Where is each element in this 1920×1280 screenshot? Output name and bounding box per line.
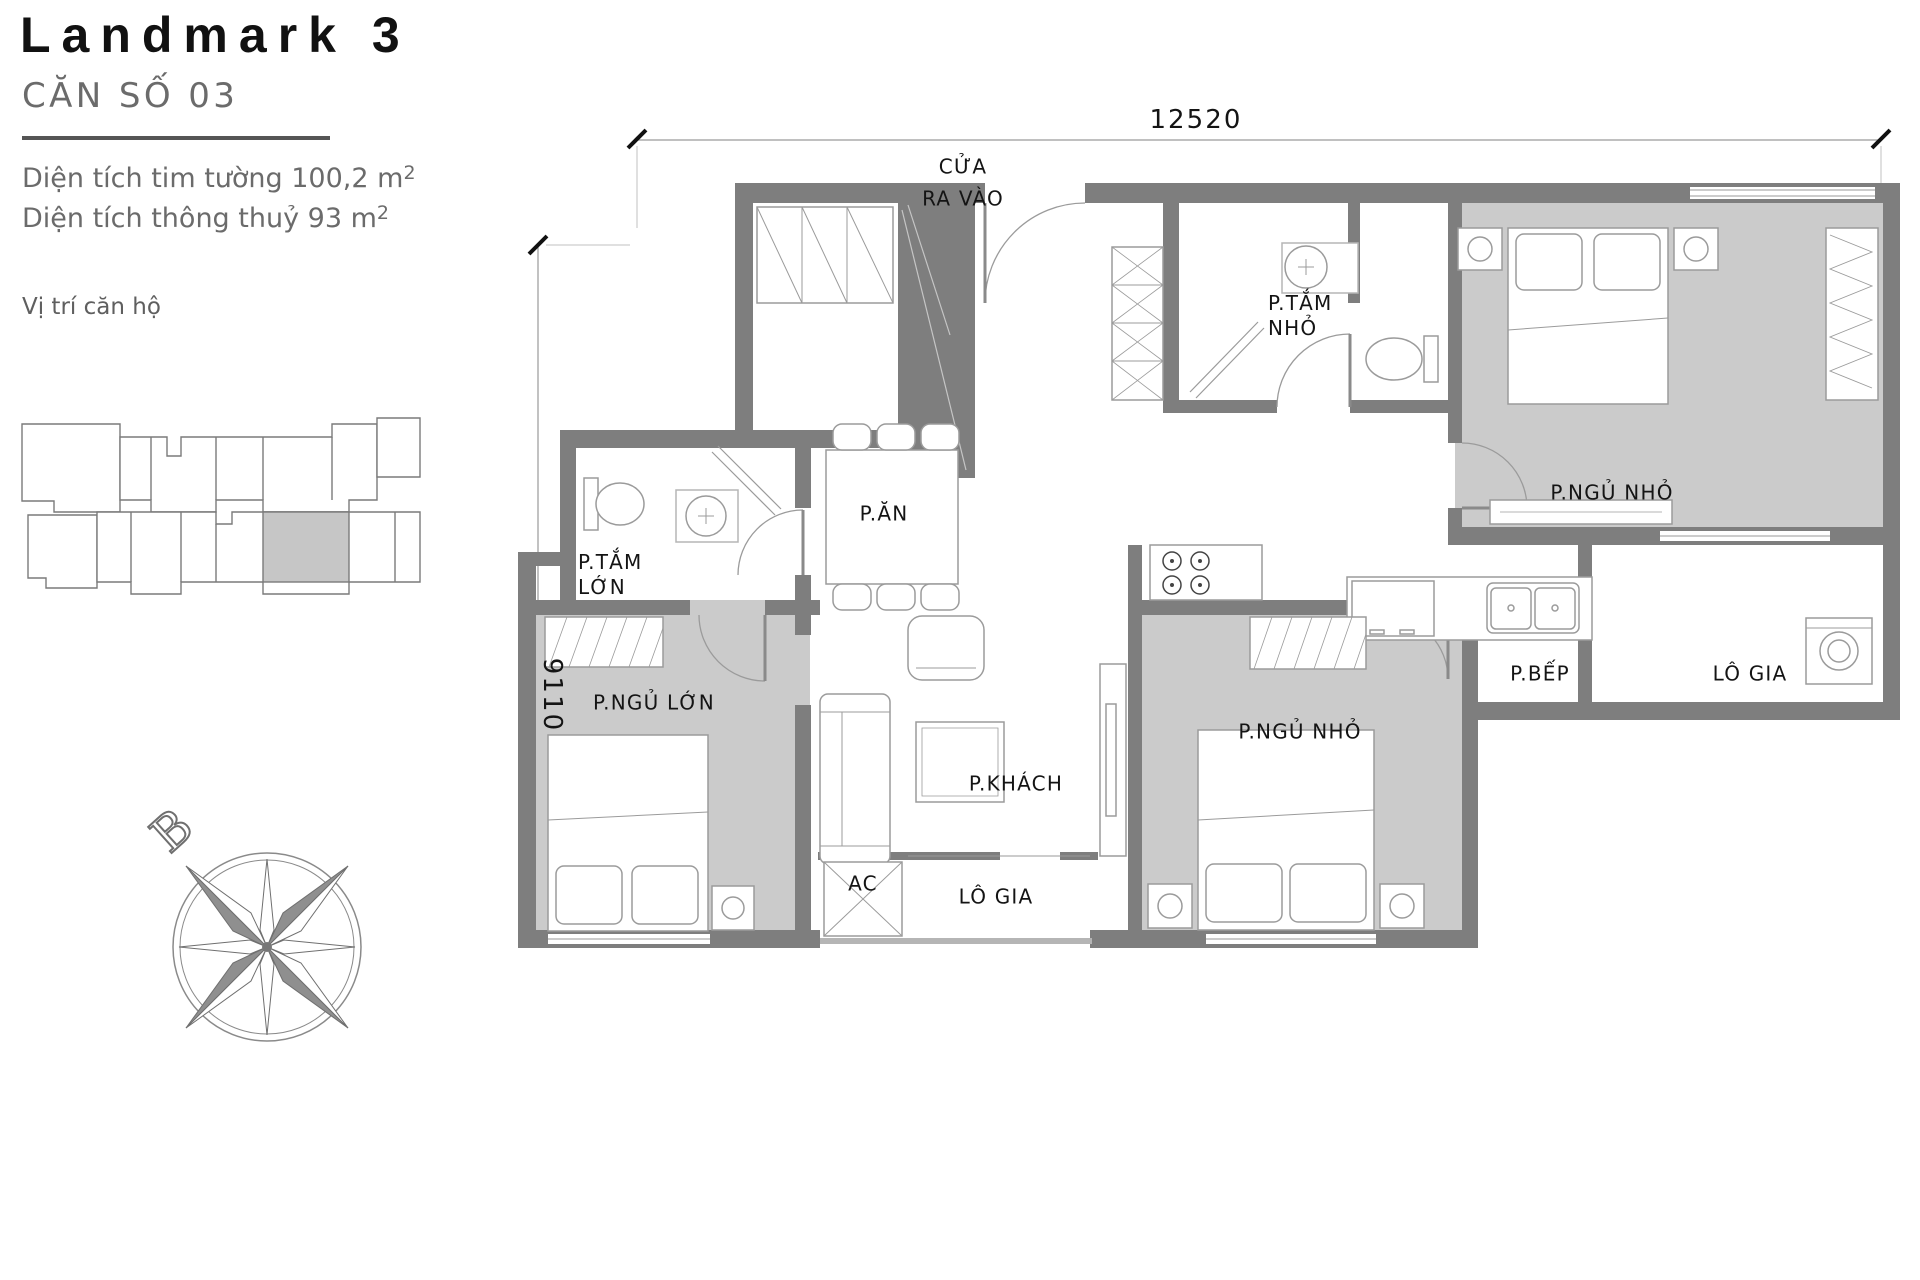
- label-loggia-right: LÔ GIA: [1712, 661, 1788, 686]
- label-bath-large-2: LỚN: [578, 575, 626, 599]
- dimension-height: 9110: [537, 657, 567, 733]
- furniture-layer: [544, 206, 1879, 937]
- area-net: Diện tích thông thuỷ 93 m2: [22, 202, 389, 234]
- tv-cabinet: [1099, 663, 1127, 857]
- label-kitchen: P.BẾP: [1510, 661, 1570, 686]
- bath-large-fixtures: [583, 445, 782, 543]
- bed-small-top: [1457, 227, 1719, 405]
- location-label: Vị trí căn hộ: [22, 294, 161, 320]
- unit-number: CĂN SỐ 03: [22, 76, 239, 116]
- label-bath-small-1: P.TẮM: [1268, 291, 1333, 315]
- label-bath-large-1: P.TẮM: [578, 550, 643, 574]
- stove: [1149, 544, 1263, 601]
- windows: [548, 187, 1875, 944]
- label-bedroom-large: P.NGỦ LỚN: [593, 690, 715, 715]
- label-ac: AC: [848, 871, 878, 896]
- label-entrance-2: RA VÀO: [922, 186, 1004, 211]
- bed-small-bottom: [1147, 729, 1425, 931]
- dining-set: [825, 423, 960, 611]
- bath-small-fixtures: [1189, 242, 1359, 399]
- label-dining: P.ĂN: [859, 501, 909, 526]
- dimension-width: 12520: [1149, 105, 1243, 135]
- wardrobe-small-bottom: [1249, 616, 1367, 670]
- divider-line: [22, 136, 330, 140]
- washing-machine: [1805, 617, 1873, 685]
- bedroom-top-desk: [1489, 499, 1673, 525]
- label-bedroom-small-bottom: P.NGỦ NHỎ: [1238, 719, 1362, 744]
- label-loggia-bottom: LÔ GIA: [958, 884, 1034, 909]
- wc-toilet: [1365, 335, 1439, 383]
- bed-master: [547, 734, 755, 932]
- armchair: [907, 615, 985, 681]
- label-bath-small-2: NHỎ: [1268, 316, 1318, 340]
- wardrobe-master: [544, 616, 664, 668]
- compass-rose-icon: [172, 852, 362, 1042]
- label-entrance-1: CỬA: [938, 154, 988, 179]
- project-title: Landmark 3: [20, 7, 411, 63]
- highlighted-unit: [262, 511, 350, 583]
- entry-closet: [756, 206, 894, 304]
- building-locator: [21, 417, 421, 595]
- sofa: [819, 693, 1005, 865]
- kitchen-counter: [1346, 576, 1593, 641]
- area-gross: Diện tích tim tường 100,2 m2: [22, 162, 416, 194]
- wardrobe-small-top: [1825, 227, 1879, 401]
- ac-ledge: [823, 861, 903, 937]
- label-bedroom-small-top: P.NGỦ NHỎ: [1550, 480, 1674, 505]
- label-living: P.KHÁCH: [968, 771, 1064, 796]
- hall-wardrobe: [1111, 246, 1164, 401]
